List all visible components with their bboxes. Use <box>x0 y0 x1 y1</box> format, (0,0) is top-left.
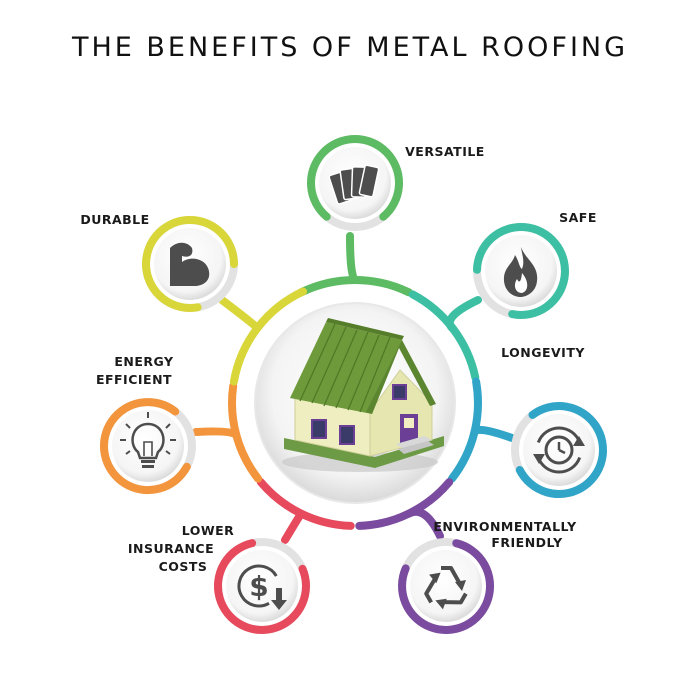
label-lower-insurance-costs: LOWER <box>182 523 235 538</box>
label-lower-insurance-costs: COSTS <box>159 559 208 574</box>
label-energy-efficient: EFFICIENT <box>96 372 172 387</box>
ring-durable <box>142 216 239 312</box>
connector-lower-insurance-costs <box>281 509 306 544</box>
label-environmentally-friendly: ENVIRONMENTALLY <box>433 519 577 534</box>
label-safe: SAFE <box>559 210 597 225</box>
ring-energy-efficient <box>99 398 191 495</box>
benefit-labels: VERSATILE SAFE LONGEVITY ENVIRONMENTALLYFRI… <box>80 144 597 574</box>
label-versatile: VERSATILE <box>405 144 485 159</box>
label-durable: DURABLE <box>80 212 149 227</box>
connector-versatile <box>346 232 359 284</box>
green-roof-house-icon <box>282 318 444 472</box>
connector-safe <box>445 296 482 333</box>
label-environmentally-friendly: FRIENDLY <box>491 535 563 550</box>
page-title: THE BENEFITS OF METAL ROOFING <box>71 32 629 63</box>
clock-cycle-icon <box>533 426 585 474</box>
center-house-circle <box>254 302 456 504</box>
label-longevity: LONGEVITY <box>501 345 585 360</box>
lightbulb-icon <box>120 412 176 468</box>
dollar-down-icon: $ <box>237 564 287 610</box>
svg-text:$: $ <box>249 570 268 603</box>
benefit-icons: $ <box>120 164 585 610</box>
label-lower-insurance-costs: INSURANCE <box>128 541 214 556</box>
label-energy-efficient: ENERGY <box>114 354 174 369</box>
connector-longevity <box>470 425 516 442</box>
connector-environmentally-friendly <box>404 507 444 540</box>
icon-disc-energy-efficient <box>112 410 184 482</box>
ring-versatile <box>307 135 403 221</box>
ring-lower-insurance-costs <box>214 539 310 634</box>
roofing-panels-icon <box>328 164 380 205</box>
ring-safe <box>473 223 569 319</box>
connector-durable <box>218 296 262 333</box>
ring-longevity <box>515 402 607 499</box>
muscle-arm-icon <box>170 242 210 286</box>
flame-icon <box>503 247 538 297</box>
recycle-icon <box>424 566 468 610</box>
icon-disc-environmentally-friendly <box>410 550 482 622</box>
ring-environmentally-friendly <box>398 539 494 634</box>
connector-energy-efficient <box>192 427 241 439</box>
